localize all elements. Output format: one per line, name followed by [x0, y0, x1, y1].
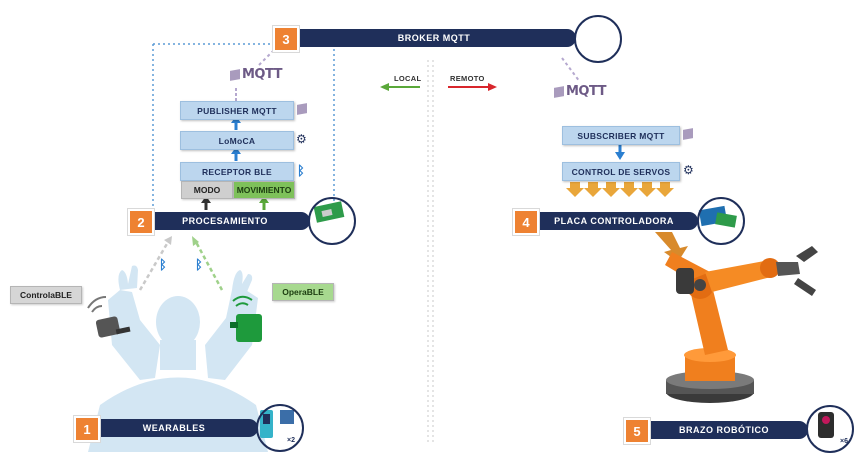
brazo-banner: BRAZO ROBÓTICO — [640, 421, 808, 439]
step-5-badge: 5 — [624, 418, 650, 444]
placa-label: PLACA CONTROLADORA — [554, 216, 674, 226]
procesamiento-icon-circle — [308, 197, 356, 245]
control-servos-box: CONTROL DE SERVOS — [562, 162, 680, 181]
mqtt-logo-left: MQTT — [230, 67, 283, 82]
brazo-label: BRAZO ROBÓTICO — [679, 425, 769, 435]
publisher-mqtt-box: PUBLISHER MQTT — [180, 101, 294, 120]
local-arrow-head — [380, 83, 389, 91]
mqtt-right-link — [561, 57, 581, 83]
wearables-label: WEARABLES — [142, 423, 206, 433]
step-1-badge: 1 — [74, 416, 100, 442]
local-label: LOCAL — [394, 74, 422, 83]
robotic-arm-illustration — [665, 246, 818, 403]
remoto-label: REMOTO — [450, 74, 485, 83]
placa-to-brazo-arrow — [655, 232, 688, 262]
lomoca-box: LoMoCA — [180, 131, 294, 150]
operable-tag: OperaBLE — [272, 283, 334, 301]
mqtt-logo-right: MQTT — [554, 84, 607, 99]
step-3-badge: 3 — [273, 26, 299, 52]
mqtt-mini-icon — [683, 128, 693, 140]
placa-icon-circle — [697, 197, 745, 245]
gear-icon: ⚙ — [683, 163, 694, 177]
mqtt-logo-icon — [554, 85, 564, 98]
procesamiento-label: PROCESAMIENTO — [182, 216, 268, 226]
broker-banner: BROKER MQTT — [292, 29, 576, 47]
wearables-multiplier: ×2 — [287, 437, 295, 444]
processing-dotted-frame — [152, 43, 335, 212]
wearables-banner: WEARABLES — [90, 419, 258, 437]
bluetooth-icon: ᛒ — [159, 257, 167, 272]
modo-tag: MODO — [181, 181, 233, 199]
step-4-badge: 4 — [513, 209, 539, 235]
bluetooth-icon: ᛒ — [195, 257, 203, 272]
broker-icon-circle — [574, 15, 622, 63]
right-wristband — [230, 314, 262, 342]
mqtt-logo-icon — [230, 68, 240, 81]
wearables-icon-circle — [256, 404, 304, 452]
servo-arrows — [566, 182, 674, 197]
brazo-icon-circle — [806, 405, 854, 453]
receptor-ble-box: RECEPTOR BLE — [180, 162, 294, 181]
remoto-arrow-head — [488, 83, 497, 91]
left-wristband — [95, 316, 131, 338]
brazo-multiplier: ×6 — [840, 438, 848, 445]
mqtt-mini-icon — [297, 103, 307, 115]
broker-label: BROKER MQTT — [397, 33, 471, 43]
gear-icon: ⚙ — [296, 132, 307, 146]
movimiento-tag: MOVIMIENTO — [233, 181, 295, 199]
bluetooth-icon: ᛒ — [297, 163, 305, 178]
step-2-badge: 2 — [128, 209, 154, 235]
signal-icons — [87, 295, 253, 313]
subscriber-mqtt-box: SUBSCRIBER MQTT — [562, 126, 680, 145]
controlable-tag: ControlaBLE — [10, 286, 82, 304]
placa-banner: PLACA CONTROLADORA — [530, 212, 698, 230]
procesamiento-banner: PROCESAMIENTO — [140, 212, 310, 230]
